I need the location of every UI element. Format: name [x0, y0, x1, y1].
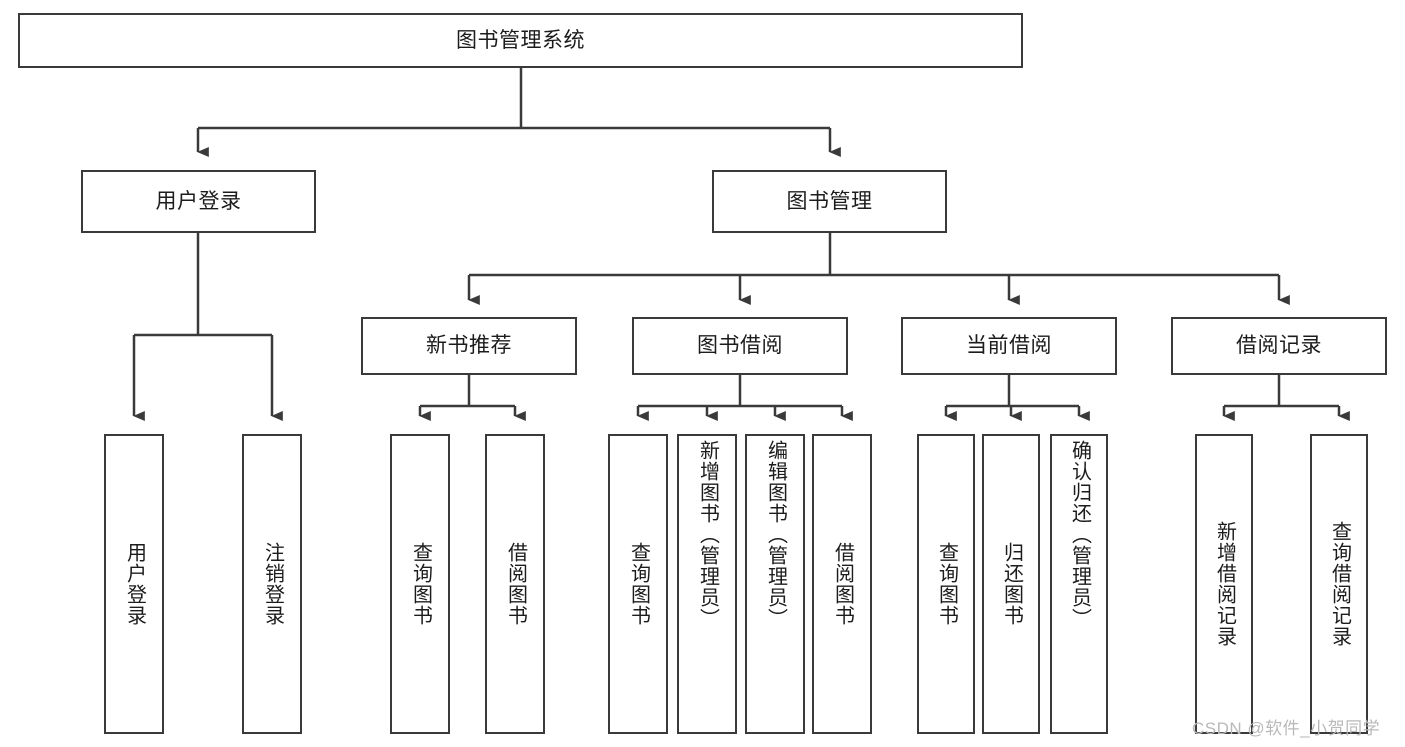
node-book-manage[interactable]: 图书管理: [712, 170, 947, 233]
csdn-watermark: CSDN @软件_小贺同学: [1192, 719, 1381, 738]
node-user-login[interactable]: 用户登录: [81, 170, 316, 233]
node-leaf-query-record-label: 查询借阅记录: [1328, 521, 1351, 647]
node-leaf-borrow-book-1-label: 借阅图书: [504, 542, 527, 626]
node-leaf-query-record[interactable]: 查询借阅记录: [1310, 434, 1368, 734]
node-leaf-return-book[interactable]: 归还图书: [982, 434, 1040, 734]
node-leaf-query-book-2-label: 查询图书: [627, 542, 650, 626]
node-borrow-record[interactable]: 借阅记录: [1171, 317, 1387, 375]
node-user-login-label: 用户登录: [155, 189, 242, 213]
node-new-book-rec[interactable]: 新书推荐: [361, 317, 577, 375]
node-leaf-confirm-return-label: 确认归还（管理员）: [1068, 440, 1091, 629]
node-leaf-borrow-book-2-label: 借阅图书: [831, 542, 854, 626]
node-leaf-query-book-2[interactable]: 查询图书: [608, 434, 668, 734]
node-root-label: 图书管理系统: [456, 28, 585, 52]
node-leaf-return-book-label: 归还图书: [1000, 542, 1023, 626]
node-leaf-add-record-label: 新增借阅记录: [1213, 521, 1236, 647]
node-book-borrow-label: 图书借阅: [697, 334, 783, 358]
node-leaf-edit-book-label: 编辑图书（管理员）: [764, 440, 787, 629]
node-leaf-add-book[interactable]: 新增图书（管理员）: [677, 434, 737, 734]
node-leaf-add-book-label: 新增图书（管理员）: [696, 440, 719, 629]
node-book-manage-label: 图书管理: [786, 189, 873, 213]
node-leaf-query-book-1-label: 查询图书: [409, 542, 432, 626]
node-leaf-query-book-1[interactable]: 查询图书: [390, 434, 450, 734]
node-leaf-borrow-book-2[interactable]: 借阅图书: [812, 434, 872, 734]
node-leaf-add-record[interactable]: 新增借阅记录: [1195, 434, 1253, 734]
node-new-book-rec-label: 新书推荐: [426, 334, 512, 358]
node-current-borrow[interactable]: 当前借阅: [901, 317, 1117, 375]
node-leaf-borrow-book-1[interactable]: 借阅图书: [485, 434, 545, 734]
node-leaf-user-logout[interactable]: 注销登录: [242, 434, 302, 734]
node-leaf-query-book-3[interactable]: 查询图书: [917, 434, 975, 734]
node-current-borrow-label: 当前借阅: [966, 334, 1052, 358]
node-leaf-user-login-label: 用户登录: [123, 542, 146, 626]
node-root[interactable]: 图书管理系统: [18, 13, 1023, 68]
node-leaf-query-book-3-label: 查询图书: [935, 542, 958, 626]
node-borrow-record-label: 借阅记录: [1236, 334, 1322, 358]
node-book-borrow[interactable]: 图书借阅: [632, 317, 848, 375]
node-leaf-confirm-return[interactable]: 确认归还（管理员）: [1050, 434, 1108, 734]
node-leaf-user-login[interactable]: 用户登录: [104, 434, 164, 734]
node-leaf-user-logout-label: 注销登录: [261, 542, 284, 626]
node-leaf-edit-book[interactable]: 编辑图书（管理员）: [745, 434, 805, 734]
